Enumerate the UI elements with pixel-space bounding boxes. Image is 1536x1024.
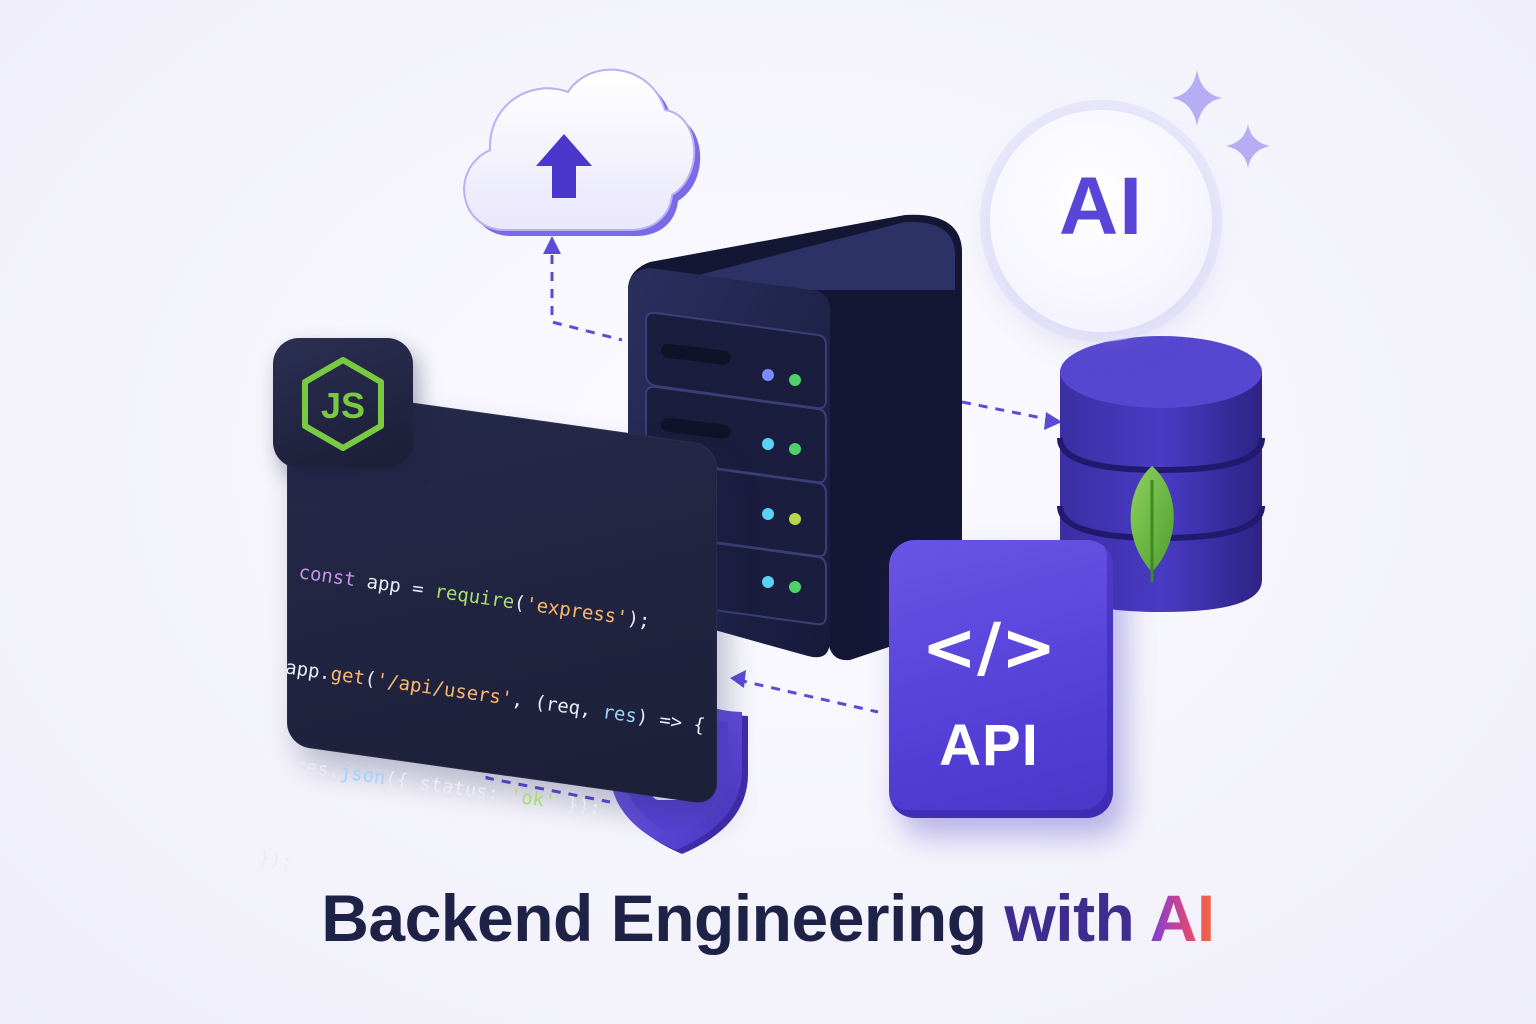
- sparkle-icon: [1172, 70, 1270, 168]
- title-part-2: with: [1004, 881, 1135, 955]
- page-title: Backend Engineering with AI: [0, 880, 1536, 956]
- server-unit-1: [645, 311, 827, 410]
- nodejs-icon: JS: [302, 357, 384, 451]
- api-tile: </>: [889, 540, 1113, 818]
- ai-badge: [990, 110, 1212, 332]
- leaf-icon: [1130, 466, 1174, 582]
- title-part-1: Backend Engineering: [321, 881, 987, 955]
- cloud-upload-icon: [463, 68, 701, 236]
- code-line-3: res.json({ status: 'ok' });: [293, 754, 603, 820]
- ai-badge-label: AI: [1059, 161, 1143, 252]
- code-symbol: </>: [922, 609, 1057, 686]
- api-label: API: [939, 713, 1039, 778]
- connector-lines: [485, 255, 1053, 804]
- title-part-3: AI: [1149, 881, 1216, 955]
- nodejs-badge: JS: [273, 338, 413, 468]
- code-line-2: app.get('/api/users', (req, res) => {: [283, 656, 707, 738]
- nodejs-label: JS: [321, 385, 365, 426]
- code-line-1: const app = require('express');: [297, 561, 652, 633]
- code-icon: </>: [922, 609, 1057, 686]
